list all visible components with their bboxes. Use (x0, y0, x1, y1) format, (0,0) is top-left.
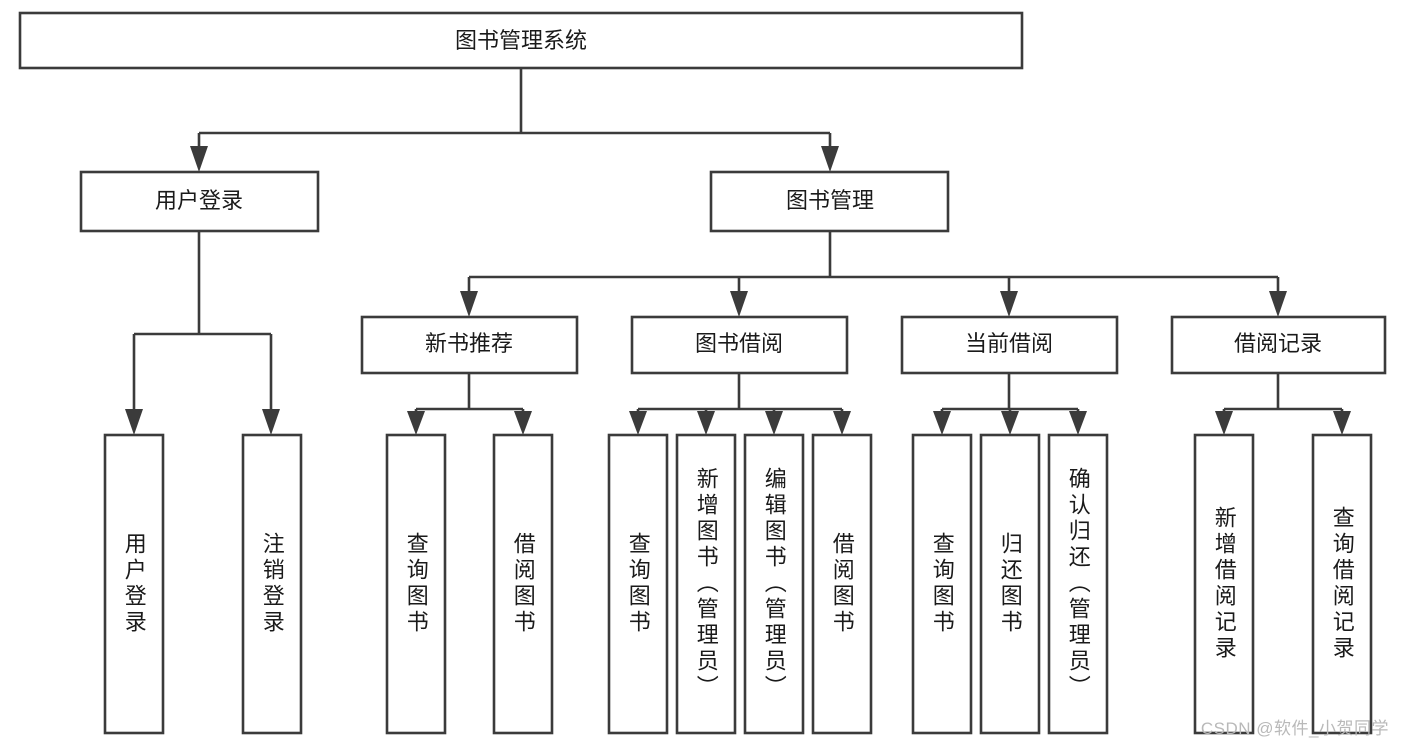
leaf-current-borrow-return[interactable]: 归还图书 (979, 433, 1041, 735)
node-new-book-recommend[interactable]: 新书推荐 (360, 315, 579, 375)
node-borrow-record[interactable]: 借阅记录 (1170, 315, 1387, 375)
arrow-to-book-borrow (730, 291, 748, 317)
arrow-book-borrow-leaf-2 (697, 411, 715, 435)
leaf-borrow-record-add-box (1193, 433, 1255, 735)
arrow-book-borrow-leaf-3 (765, 411, 783, 435)
leaf-current-borrow-return-box (979, 433, 1041, 735)
node-root-box (18, 11, 1024, 70)
arrow-new-book-leaf-1 (407, 411, 425, 435)
connectors-borrow-record-to-leaves (1215, 373, 1351, 435)
arrow-root-to-book-mgmt (821, 146, 839, 172)
arrow-current-borrow-leaf-1 (933, 411, 951, 435)
node-book-borrow-box (630, 315, 849, 375)
leaf-user-login-login-label: 用户登录 (121, 532, 147, 636)
arrow-to-new-book-recommend (460, 291, 478, 317)
node-book-borrow-label: 图书借阅 (695, 331, 783, 356)
leaf-book-borrow-query[interactable]: 查询图书 (607, 433, 669, 735)
leaf-current-borrow-return-label: 归还图书 (997, 532, 1023, 636)
leaf-borrow-record-query-label: 查询借阅记录 (1329, 506, 1355, 662)
leaf-book-borrow-borrow[interactable]: 借阅图书 (811, 433, 873, 735)
leaf-user-login-login[interactable]: 用户登录 (103, 433, 165, 735)
node-book-management[interactable]: 图书管理 (709, 170, 950, 233)
leaf-new-book-borrow[interactable]: 借阅图书 (492, 433, 554, 735)
arrow-borrow-record-leaf-1 (1215, 411, 1233, 435)
leaf-current-borrow-query-label: 查询图书 (929, 532, 955, 636)
node-borrow-record-label: 借阅记录 (1234, 331, 1322, 356)
node-current-borrow[interactable]: 当前借阅 (900, 315, 1119, 375)
node-new-book-recommend-label: 新书推荐 (425, 331, 513, 356)
node-root-label: 图书管理系统 (455, 28, 587, 53)
connectors-book-mgmt-to-level2 (460, 231, 1287, 317)
leaf-book-borrow-edit-label: 编辑图书（管理员） (761, 467, 787, 701)
connectors-new-book-to-leaves (407, 373, 532, 435)
arrow-book-borrow-leaf-1 (629, 411, 647, 435)
leaf-book-borrow-query-box (607, 433, 669, 735)
leaf-book-borrow-add[interactable]: 新增图书（管理员） (675, 433, 737, 735)
node-current-borrow-box (900, 315, 1119, 375)
leaf-borrow-record-query-box (1311, 433, 1373, 735)
connectors-current-borrow-to-leaves (933, 373, 1087, 435)
leaf-current-borrow-confirm-label: 确认归还（管理员） (1065, 467, 1091, 701)
node-book-borrow[interactable]: 图书借阅 (630, 315, 849, 375)
leaf-new-book-borrow-label: 借阅图书 (510, 532, 536, 636)
node-book-management-label: 图书管理 (786, 188, 874, 213)
arrow-root-to-user-login (190, 146, 208, 172)
leaf-current-borrow-confirm-box (1047, 433, 1109, 735)
node-user-login[interactable]: 用户登录 (79, 170, 320, 233)
leaf-borrow-record-add[interactable]: 新增借阅记录 (1193, 433, 1255, 735)
node-user-login-box (79, 170, 320, 233)
arrow-book-borrow-leaf-4 (833, 411, 851, 435)
arrow-borrow-record-leaf-2 (1333, 411, 1351, 435)
leaf-book-borrow-borrow-box (811, 433, 873, 735)
leaf-book-borrow-edit[interactable]: 编辑图书（管理员） (743, 433, 805, 735)
leaf-current-borrow-confirm[interactable]: 确认归还（管理员） (1047, 433, 1109, 735)
node-user-login-label: 用户登录 (155, 188, 243, 213)
node-current-borrow-label: 当前借阅 (965, 331, 1053, 356)
leaf-user-login-logout[interactable]: 注销登录 (241, 433, 303, 735)
arrow-user-login-leaf-1 (125, 409, 143, 435)
leaf-borrow-record-query[interactable]: 查询借阅记录 (1311, 433, 1373, 735)
node-root[interactable]: 图书管理系统 (18, 11, 1024, 70)
arrow-to-borrow-record (1269, 291, 1287, 317)
leaf-new-book-query-label: 查询图书 (403, 532, 429, 636)
connectors-book-borrow-to-leaves (629, 373, 851, 435)
leaf-book-borrow-borrow-label: 借阅图书 (829, 532, 855, 636)
leaf-borrow-record-add-label: 新增借阅记录 (1211, 506, 1237, 662)
leaf-user-login-logout-box (241, 433, 303, 735)
node-borrow-record-box (1170, 315, 1387, 375)
connectors-root-to-level1 (190, 68, 839, 172)
leaf-book-borrow-query-label: 查询图书 (625, 532, 651, 636)
arrow-new-book-leaf-2 (514, 411, 532, 435)
connectors-user-login-to-leaves (125, 231, 280, 435)
arrow-user-login-leaf-2 (262, 409, 280, 435)
leaf-book-borrow-add-box (675, 433, 737, 735)
arrow-to-current-borrow (1000, 291, 1018, 317)
node-book-management-box (709, 170, 950, 233)
leaf-user-login-logout-label: 注销登录 (259, 532, 285, 636)
leaf-new-book-query-box (385, 433, 447, 735)
leaf-book-borrow-add-label: 新增图书（管理员） (693, 467, 719, 701)
leaf-user-login-login-box (103, 433, 165, 735)
leaf-current-borrow-query[interactable]: 查询图书 (911, 433, 973, 735)
leaf-new-book-query[interactable]: 查询图书 (385, 433, 447, 735)
leaf-book-borrow-edit-box (743, 433, 805, 735)
arrow-current-borrow-leaf-2 (1001, 411, 1019, 435)
node-new-book-recommend-box (360, 315, 579, 375)
arrow-current-borrow-leaf-3 (1069, 411, 1087, 435)
leaf-current-borrow-query-box (911, 433, 973, 735)
leaf-new-book-borrow-box (492, 433, 554, 735)
